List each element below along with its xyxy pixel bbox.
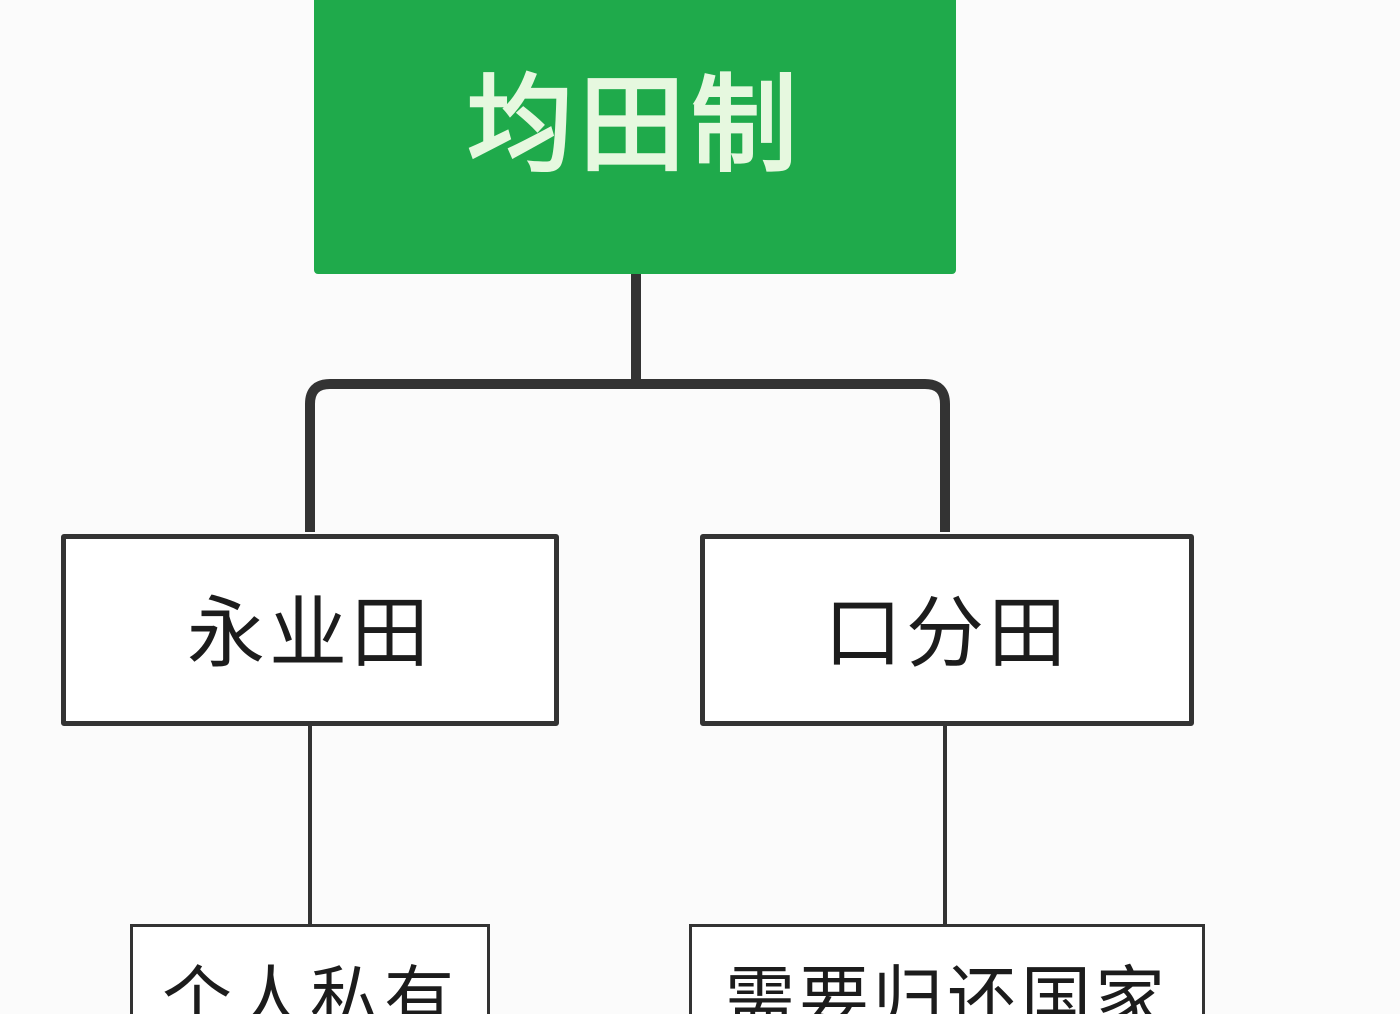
child-node-left: 永业田: [61, 534, 559, 726]
leaf-node-left: 个人私有: [130, 924, 490, 1014]
leaf-node-right-label: 需要归还国家: [725, 958, 1169, 1014]
child-node-left-label: 永业田: [186, 589, 433, 679]
child-node-right-label: 口分田: [823, 589, 1070, 679]
root-node-label: 均田制: [467, 64, 803, 187]
root-to-children-connector: [305, 272, 950, 532]
root-node: 均田制: [314, 0, 956, 274]
leaf-node-right: 需要归还国家: [689, 924, 1205, 1014]
child-node-right: 口分田: [700, 534, 1194, 726]
leaf-node-left-label: 个人私有: [162, 958, 458, 1014]
